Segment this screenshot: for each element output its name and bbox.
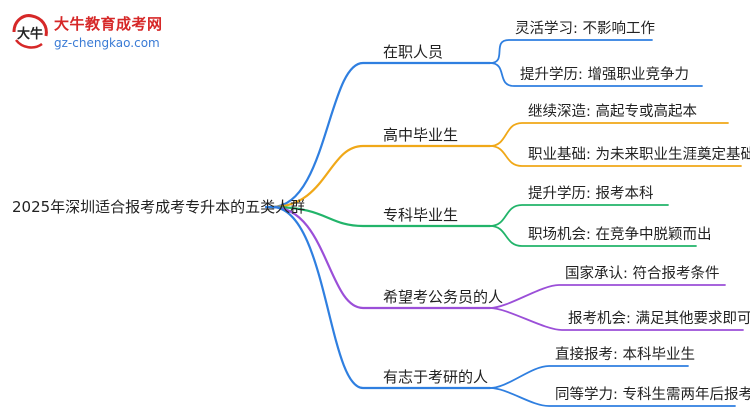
leaf-topic: 职业基础: 为未来职业生涯奠定基础 — [528, 147, 750, 163]
site-logo[interactable]: 大牛 大牛教育成考网 gz-chengkao.com — [8, 10, 208, 54]
branch-topic: 有志于考研的人 — [383, 368, 489, 386]
leaf-connector — [489, 225, 697, 247]
leaf-topic: 同等学力: 专科生需两年后报考 — [555, 387, 750, 403]
branch-connector — [270, 205, 492, 390]
site-title: 大牛教育成考网 — [54, 15, 163, 33]
root-topic: 2025年深圳适合报考成考专升本的五类人群 — [12, 198, 306, 216]
leaf-topic: 继续深造: 高起专或高起本 — [528, 104, 697, 120]
branch-connector — [270, 144, 492, 209]
site-url: gz-chengkao.com — [54, 36, 160, 50]
branch-topic: 在职人员 — [383, 43, 444, 61]
branch-connector — [270, 205, 492, 310]
leaf-connector — [489, 365, 689, 389]
leaf-connector — [489, 204, 669, 227]
branch-topic: 高中毕业生 — [383, 126, 459, 144]
branch-topic: 专科毕业生 — [383, 206, 459, 224]
leaf-connector — [489, 122, 729, 147]
leaf-connector — [489, 145, 742, 167]
leaf-topic: 提升学历: 增强职业竞争力 — [520, 67, 689, 83]
branch-connector — [270, 205, 492, 228]
leaf-connector — [489, 284, 726, 309]
leaf-topic: 国家承认: 符合报考条件 — [565, 266, 720, 282]
mindmap-edges — [264, 39, 744, 407]
leaf-connector — [489, 307, 744, 331]
branch-connector — [270, 61, 492, 209]
logo-mark-text: 大牛 — [17, 26, 43, 42]
branch-topic: 希望考公务员的人 — [383, 288, 504, 306]
leaf-topic: 职场机会: 在竞争中脱颖而出 — [528, 227, 712, 243]
leaf-topic: 灵活学习: 不影响工作 — [515, 21, 655, 37]
leaf-connector — [489, 62, 703, 87]
leaf-topic: 报考机会: 满足其他要求即可 — [568, 311, 750, 327]
leaf-topic: 直接报考: 本科毕业生 — [555, 347, 695, 363]
leaf-connector — [489, 387, 736, 407]
leaf-connector — [489, 39, 653, 64]
leaf-topic: 提升学历: 报考本科 — [528, 186, 654, 202]
logo-mark-icon: 大牛 — [12, 14, 48, 49]
